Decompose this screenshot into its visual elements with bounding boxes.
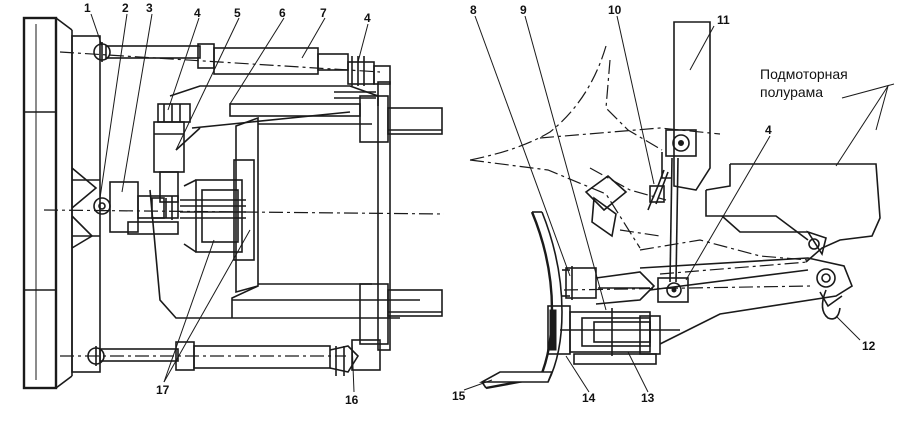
sub-engine-half-frame (705, 163, 881, 263)
callout-9: 9 (520, 3, 527, 17)
centerline-top (59, 51, 381, 73)
side-view (469, 21, 881, 390)
callout-4-left-top: 4 (194, 6, 201, 20)
callout-labels: 1 2 3 4 5 6 7 4 8 9 10 11 4 12 13 14 15 … (84, 1, 876, 407)
callout-17: 17 (156, 383, 170, 397)
centerline-side (563, 285, 813, 291)
plan-view (22, 16, 445, 390)
hydraulic-cylinder-top (93, 42, 391, 86)
callout-6: 6 (279, 6, 286, 20)
callout-15: 15 (452, 389, 466, 403)
longitudinal-beams (334, 81, 443, 351)
callout-12: 12 (862, 339, 876, 353)
blade-brace (562, 266, 656, 305)
callout-4-right: 4 (765, 123, 772, 137)
callout-2: 2 (122, 1, 129, 15)
half-frame-annotation: Подмоторная полурама (760, 66, 848, 100)
front-upright (661, 21, 711, 283)
hitch-assembly (180, 159, 255, 261)
raised-position-outline (469, 45, 809, 275)
callout-5: 5 (234, 6, 241, 20)
push-beam-side (639, 257, 853, 345)
callout-13: 13 (641, 391, 655, 405)
upper-joint (153, 103, 191, 203)
callout-11: 11 (717, 13, 730, 27)
blade-plan (22, 16, 101, 390)
callout-8: 8 (470, 3, 477, 17)
hydraulic-cylinder-bottom (87, 339, 381, 376)
callout-7: 7 (320, 6, 327, 20)
cylinder-side (547, 305, 680, 365)
callout-10: 10 (608, 3, 622, 17)
callout-14: 14 (582, 391, 596, 405)
push-frame (149, 85, 420, 345)
callout-16: 16 (345, 393, 359, 407)
callout-3: 3 (146, 1, 153, 15)
annotation-line-2: полурама (760, 84, 823, 100)
annotation-line-1: Подмоторная (760, 66, 848, 82)
leader-lines (90, 13, 895, 393)
centerline-plan (43, 209, 445, 215)
blade-side (478, 211, 563, 390)
callout-1: 1 (84, 1, 91, 15)
lift-link (647, 169, 669, 211)
central-joint (93, 181, 179, 235)
callout-4-left-right: 4 (364, 11, 371, 25)
